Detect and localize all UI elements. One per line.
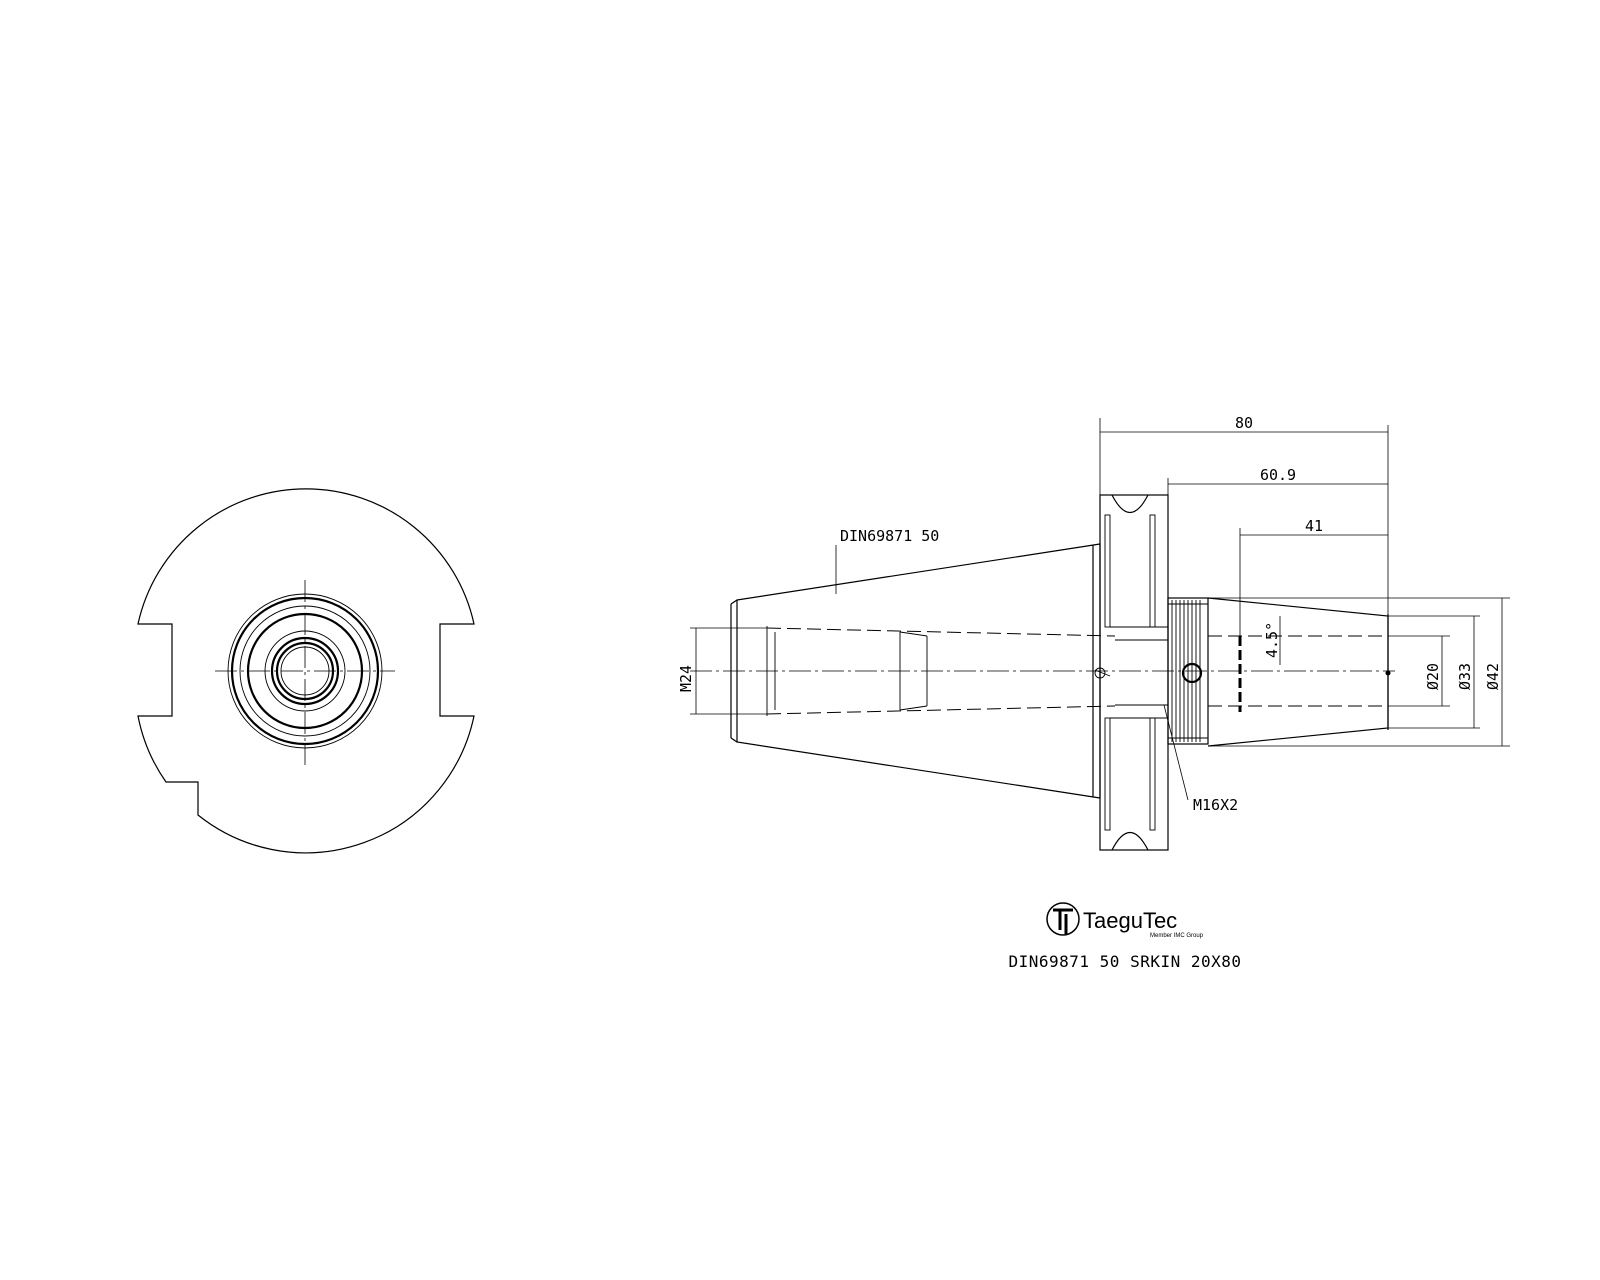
- dimensions: 80 60.9 41 4.5° M24 Ø20 Ø33 Ø42: [677, 414, 1510, 814]
- hidden-bore-top: [766, 627, 1116, 637]
- threaded-collar: [1167, 597, 1209, 745]
- dim-overall-length: 80: [1235, 414, 1253, 432]
- dim-bore-diameter: Ø20: [1424, 663, 1442, 690]
- taegutec-logo: TaeguTec Member IMC Group: [1046, 902, 1204, 939]
- dim-taper-angle: 4.5°: [1263, 622, 1281, 658]
- hidden-bore-bottom: [766, 705, 1116, 715]
- thread-hatch: [1171, 600, 1201, 742]
- v-groove-bottom: [1111, 832, 1149, 851]
- ring-bore-outer: [270, 636, 340, 706]
- logo-brand: TaeguTec: [1083, 908, 1177, 933]
- leader-label: DIN69871 50: [840, 527, 939, 545]
- end-view: [137, 488, 475, 854]
- v-groove-top: [1111, 494, 1149, 513]
- flange-outline: [137, 488, 475, 854]
- dim-retention-thread: M24: [677, 665, 695, 692]
- dim-base-diameter: Ø42: [1484, 663, 1502, 690]
- leader-thread: [1163, 704, 1189, 801]
- set-screw: [1181, 662, 1203, 684]
- dim-flange-to-tip: 60.9: [1260, 466, 1296, 484]
- thread-label: M16X2: [1193, 796, 1238, 814]
- dim-tip-diameter: Ø33: [1456, 663, 1474, 690]
- nose-taper: [1207, 597, 1389, 747]
- side-view: [690, 494, 1395, 851]
- logo-tagline: Member IMC Group: [1150, 933, 1204, 939]
- drawing-caption: DIN69871 50 SRKIN 20X80: [1008, 952, 1241, 971]
- dim-taper-length: 41: [1305, 517, 1323, 535]
- logo-mark-icon: [1046, 902, 1080, 936]
